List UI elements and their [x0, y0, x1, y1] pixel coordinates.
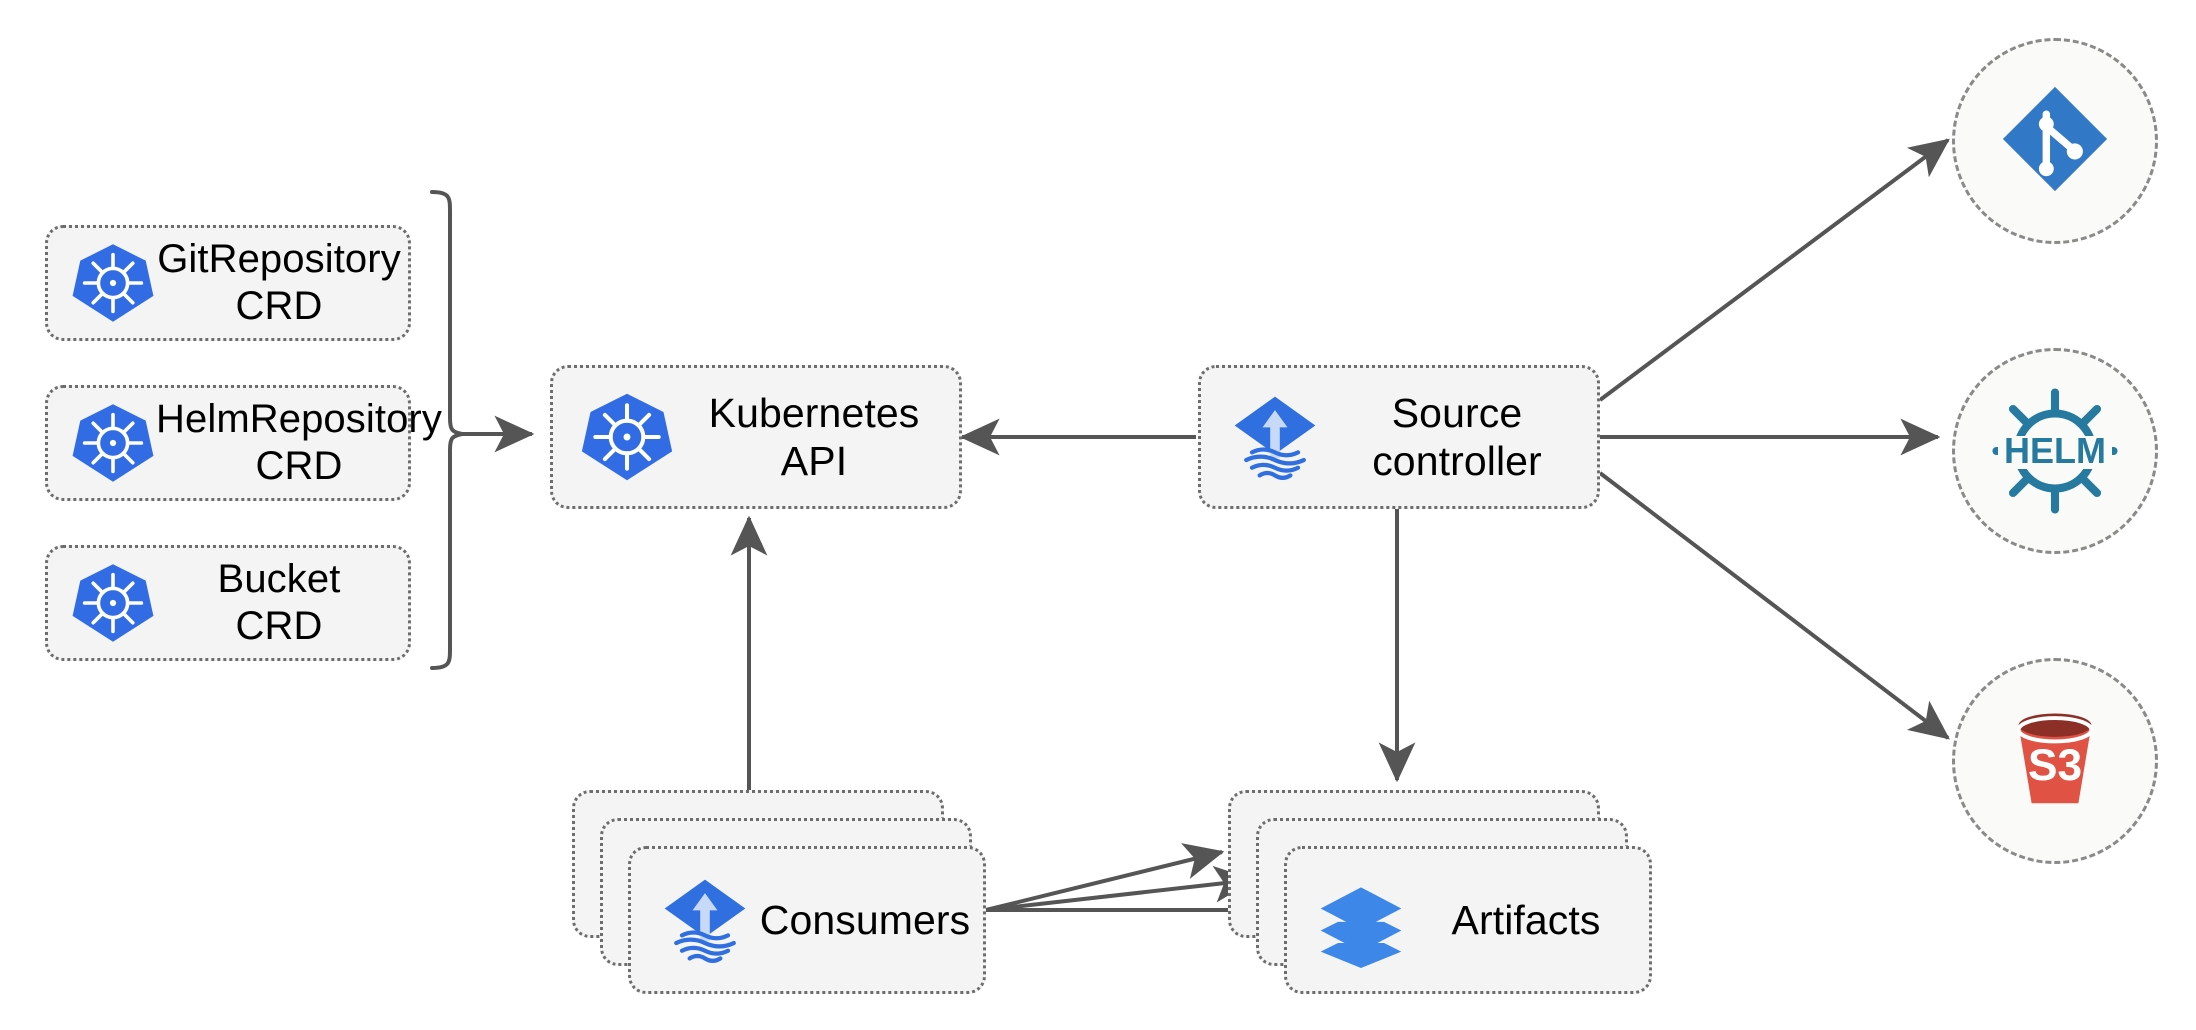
kubernetes-icon	[579, 389, 675, 485]
source-circle-git[interactable]	[1952, 38, 2158, 244]
edge-controller-to-git	[1598, 138, 1950, 402]
kubernetes-icon	[70, 400, 156, 486]
node-kubernetes-api[interactable]: Kubernetes API	[550, 365, 962, 509]
node-label: Artifacts	[1451, 896, 1601, 943]
edge-controller-to-s3	[1598, 471, 1950, 740]
edge-consumers-to-artifacts-1	[985, 843, 1225, 912]
layers-icon	[1313, 872, 1409, 968]
s3-wordmark: S3	[2028, 740, 2082, 789]
node-consumers[interactable]: Consumers	[628, 846, 986, 994]
edge-consumers-to-artifacts-2	[985, 865, 1255, 912]
source-circle-s3[interactable]: S3	[1952, 658, 2158, 864]
flux-icon	[1227, 389, 1323, 485]
source-circle-helm[interactable]: HELM	[1952, 348, 2158, 554]
node-artifacts[interactable]: Artifacts	[1284, 846, 1652, 994]
helm-icon: HELM	[1980, 376, 2130, 526]
git-icon	[1993, 77, 2117, 206]
helm-wordmark: HELM	[2004, 430, 2106, 471]
flux-icon	[657, 872, 753, 968]
node-label: Consumers	[759, 896, 971, 943]
node-label: Kubernetes API	[708, 389, 920, 484]
s3-bucket-icon: S3	[1990, 694, 2120, 829]
kubernetes-icon	[70, 240, 156, 326]
kubernetes-icon	[70, 560, 156, 646]
